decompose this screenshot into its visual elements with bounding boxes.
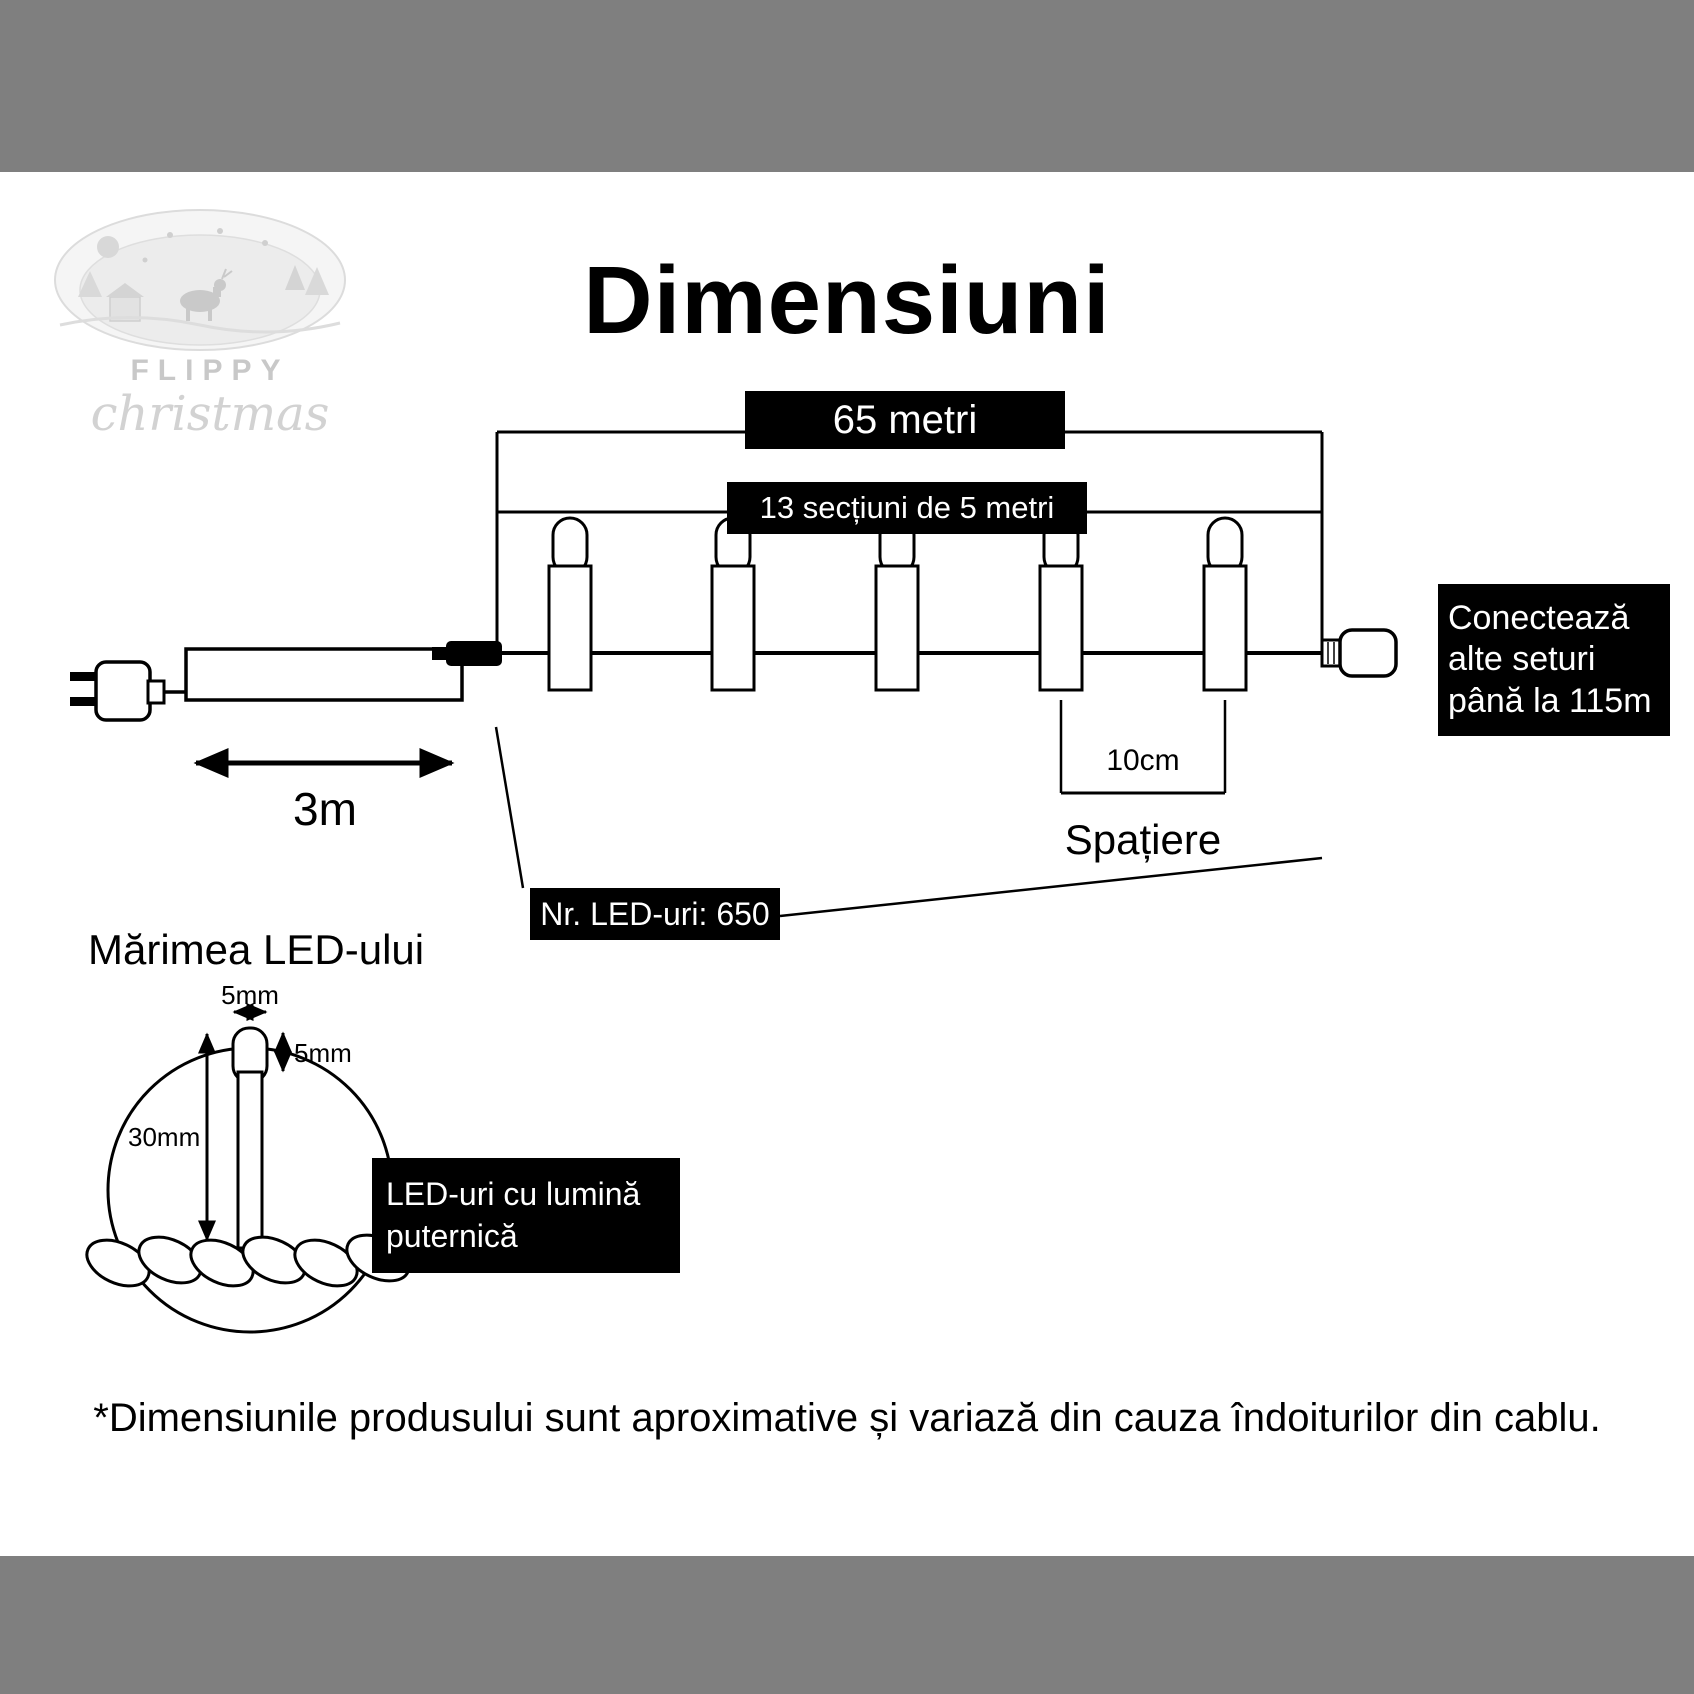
bottom-gray-band: [0, 1556, 1694, 1694]
led-bulb: [1202, 516, 1248, 692]
led-string: [547, 516, 1248, 692]
led-size-heading: Mărimea LED-ului: [88, 926, 425, 973]
led-size-magnifier: [85, 1003, 411, 1334]
logo-script-text: christmas: [90, 386, 330, 442]
extension-connector-icon: [1320, 628, 1398, 678]
spacing-label: Spațiere: [1064, 816, 1222, 863]
footnote-text: *Dimensiunile produsului sunt aproximati…: [93, 1396, 1601, 1440]
led-bulb: [874, 516, 920, 692]
inline-connector-icon: [432, 641, 502, 666]
deer-icon: [180, 268, 233, 321]
spacing-bracket: [1059, 700, 1227, 795]
bulb-height-label: 5mm: [294, 1038, 352, 1068]
extension-note-label: Conectează alte seturi până la 115m: [1438, 584, 1670, 737]
logo-ground-line: [59, 316, 341, 334]
tree-icon: [78, 271, 102, 297]
moon-icon: [97, 236, 119, 258]
page-title: Dimensiuni: [583, 247, 1111, 354]
led-bulb: [547, 516, 593, 692]
top-gray-band: [0, 0, 1694, 172]
twisted-wire: [85, 1233, 411, 1288]
bulb-width-label: 5mm: [221, 980, 279, 1010]
spacing-value-label: 10cm: [1106, 744, 1180, 777]
lead-length-label: 3m: [293, 783, 357, 835]
power-plug-icon: [70, 660, 186, 722]
tree-icon: [285, 265, 305, 290]
led-count-leader-lines: [494, 726, 1323, 918]
led-bulb: [1038, 516, 1084, 692]
logo-brand-text: FLIPPY: [130, 354, 290, 387]
led-count-label: Nr. LED-uri: 650: [530, 888, 780, 940]
total-length-label: 65 metri: [745, 391, 1065, 449]
bulb-total-height-label: 30mm: [128, 1122, 201, 1152]
magnified-led-bulb: [231, 1026, 269, 1250]
led-note-label: LED-uri cu lumină puternică: [372, 1158, 680, 1274]
sections-label: 13 secțiuni de 5 metri: [727, 482, 1087, 534]
star-icon: [142, 228, 268, 263]
logo-illustration: [54, 209, 346, 351]
lead-cable-loop: [184, 647, 464, 702]
tree-icon: [305, 267, 329, 295]
led-bulb: [710, 516, 756, 692]
